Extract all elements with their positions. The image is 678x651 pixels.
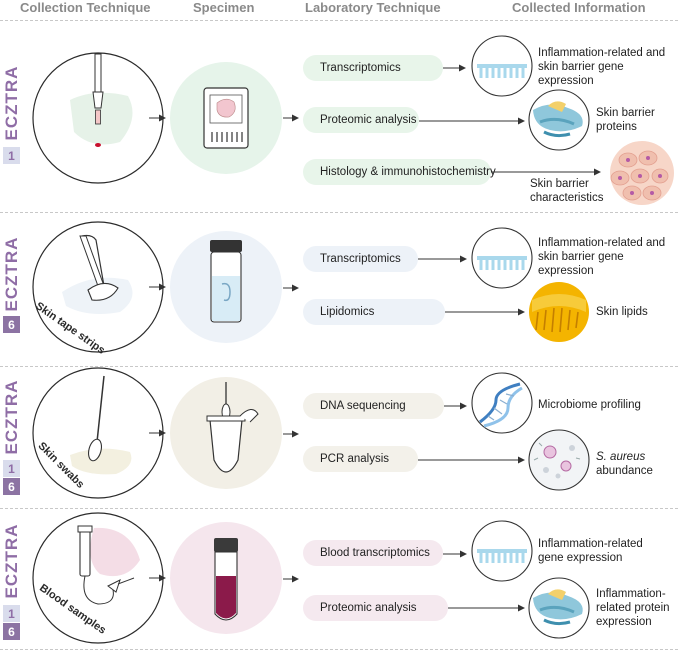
gene-array-icon	[471, 227, 533, 289]
info-gene-expression: Inflammation-related and skin barrier ge…	[538, 47, 666, 87]
header-specimen: Specimen	[193, 0, 255, 15]
collection-circle-tape-strips	[32, 221, 164, 353]
collection-circle-biopsy	[32, 52, 164, 184]
header-collected-information: Collected Information	[512, 0, 646, 15]
specimen-circle-tissue-cassette	[170, 62, 282, 174]
technique-blood-transcriptomics: Blood transcriptomics	[303, 540, 443, 566]
dna-helix-icon	[471, 372, 533, 434]
study-badge: 6	[3, 478, 20, 495]
technique-proteomic-analysis: Proteomic analysis	[303, 595, 448, 621]
lipid-bilayer-icon	[529, 282, 589, 342]
row-separator	[0, 649, 678, 650]
technique-transcriptomics: Transcriptomics	[303, 246, 418, 272]
info-gene-expression: Inflammation-related and skin barrier ge…	[538, 237, 666, 277]
specimen-circle-blood-tube	[170, 522, 282, 634]
study-badge: 1	[3, 605, 20, 622]
row-separator	[0, 212, 678, 213]
info-microbiome-profiling: Microbiome profiling	[538, 399, 641, 411]
header-laboratory-technique: Laboratory Technique	[305, 0, 441, 15]
row-separator	[0, 508, 678, 509]
header-collection-technique: Collection Technique	[20, 0, 151, 15]
technique-dna-sequencing: DNA sequencing	[303, 393, 444, 419]
collection-circle-blood	[32, 512, 164, 644]
technique-lipidomics: Lipidomics	[303, 299, 445, 325]
protein-structure-icon	[528, 89, 590, 151]
row-separator	[0, 20, 678, 21]
info-s-aureus-abundance: S. aureus abundance	[596, 450, 676, 478]
collection-circle-swabs	[32, 367, 164, 499]
info-skin-barrier-characteristics: Skin barrier characteristics	[530, 178, 604, 204]
technique-transcriptomics: Transcriptomics	[303, 55, 443, 81]
gene-array-icon	[471, 35, 533, 97]
bacteria-icon	[528, 429, 590, 491]
study-badge: 1	[3, 147, 20, 164]
gene-array-icon	[471, 520, 533, 582]
study-badge: 1	[3, 460, 20, 477]
study-badge: 6	[3, 316, 20, 333]
row-separator	[0, 366, 678, 367]
study-badge: 6	[3, 623, 20, 640]
technique-histology: Histology & immunohistochemistry	[303, 159, 496, 185]
info-skin-barrier-proteins: Skin barrier proteins	[596, 107, 655, 133]
technique-pcr-analysis: PCR analysis	[303, 446, 418, 472]
specimen-circle-tube	[170, 377, 282, 489]
info-skin-lipids: Skin lipids	[596, 306, 648, 318]
info-s-aureus-text: S. aureus abundance	[596, 451, 653, 477]
info-inflammation-protein-expression: Inflammation-related protein expression	[596, 588, 670, 628]
skin-cells-icon	[610, 141, 674, 205]
specimen-circle-vial	[170, 231, 282, 343]
info-inflammation-gene-expression: Inflammation-related gene expression	[538, 538, 643, 564]
protein-structure-icon	[528, 577, 590, 639]
technique-proteomic-analysis: Proteomic analysis	[303, 107, 419, 133]
